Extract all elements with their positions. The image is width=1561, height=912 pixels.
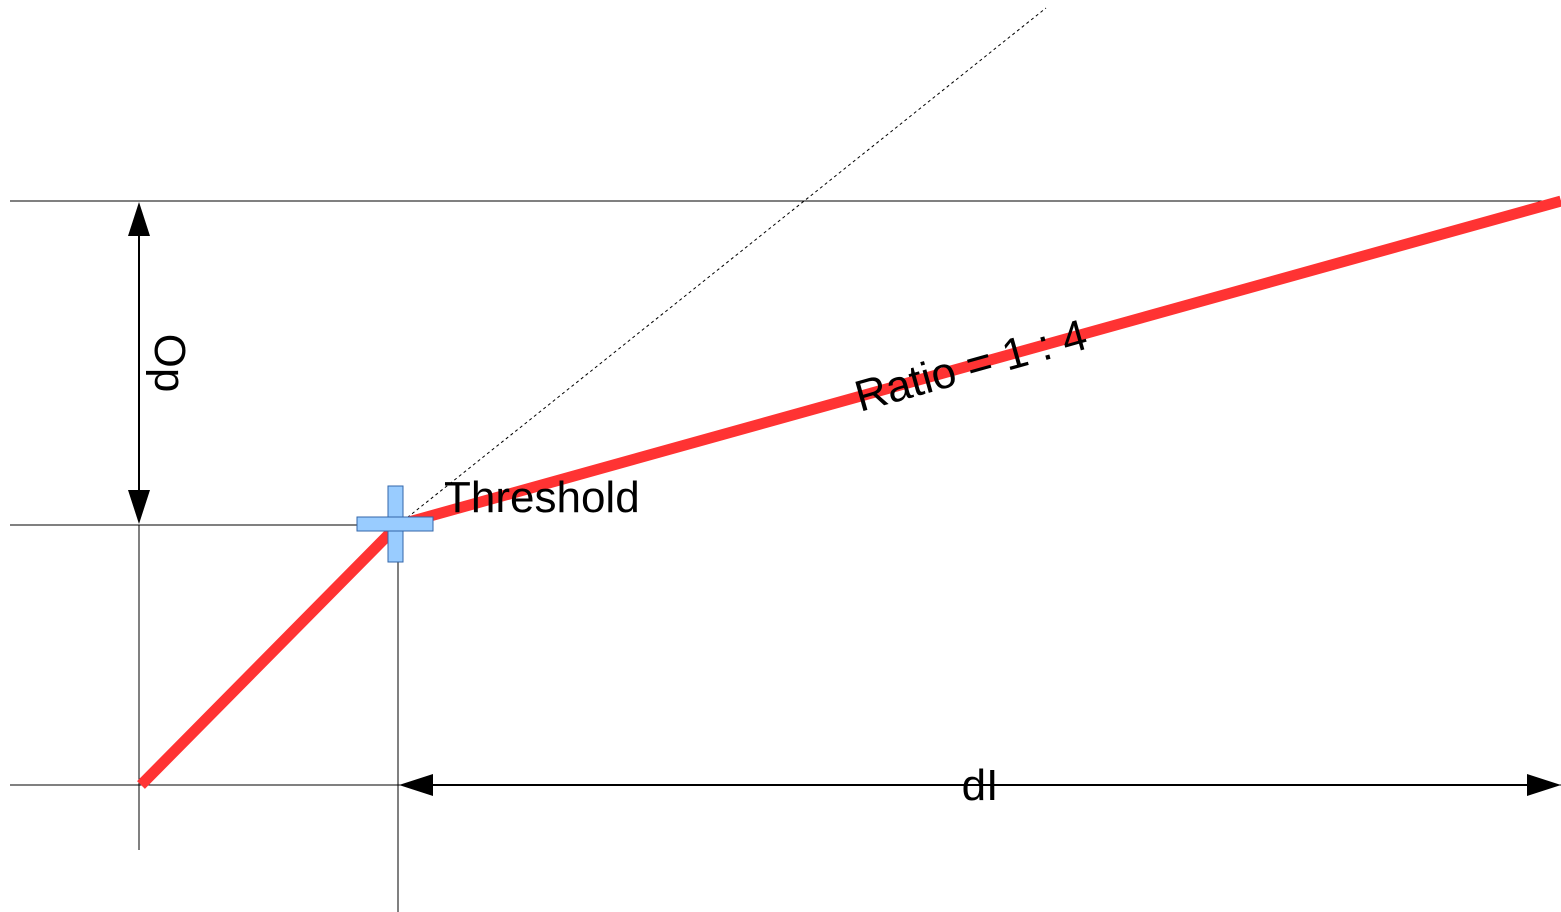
arrowhead-left-icon — [399, 774, 433, 796]
ratio-label: Ratio = 1 : 4 — [850, 310, 1093, 421]
arrowhead-right-icon — [1527, 774, 1561, 796]
arrowhead-up-icon — [128, 202, 150, 236]
transfer-curve — [137, 195, 1561, 789]
input-dimension-arrow — [399, 774, 1561, 796]
output-delta-label: Op — [145, 334, 194, 393]
cross-marker-icon — [356, 485, 434, 563]
unity-gain-dashed-line — [397, 7, 1047, 526]
output-dimension-arrow — [128, 202, 150, 524]
arrowhead-down-icon — [128, 490, 150, 524]
input-delta-label: dI — [962, 761, 999, 810]
threshold-label: Threshold — [444, 473, 640, 522]
